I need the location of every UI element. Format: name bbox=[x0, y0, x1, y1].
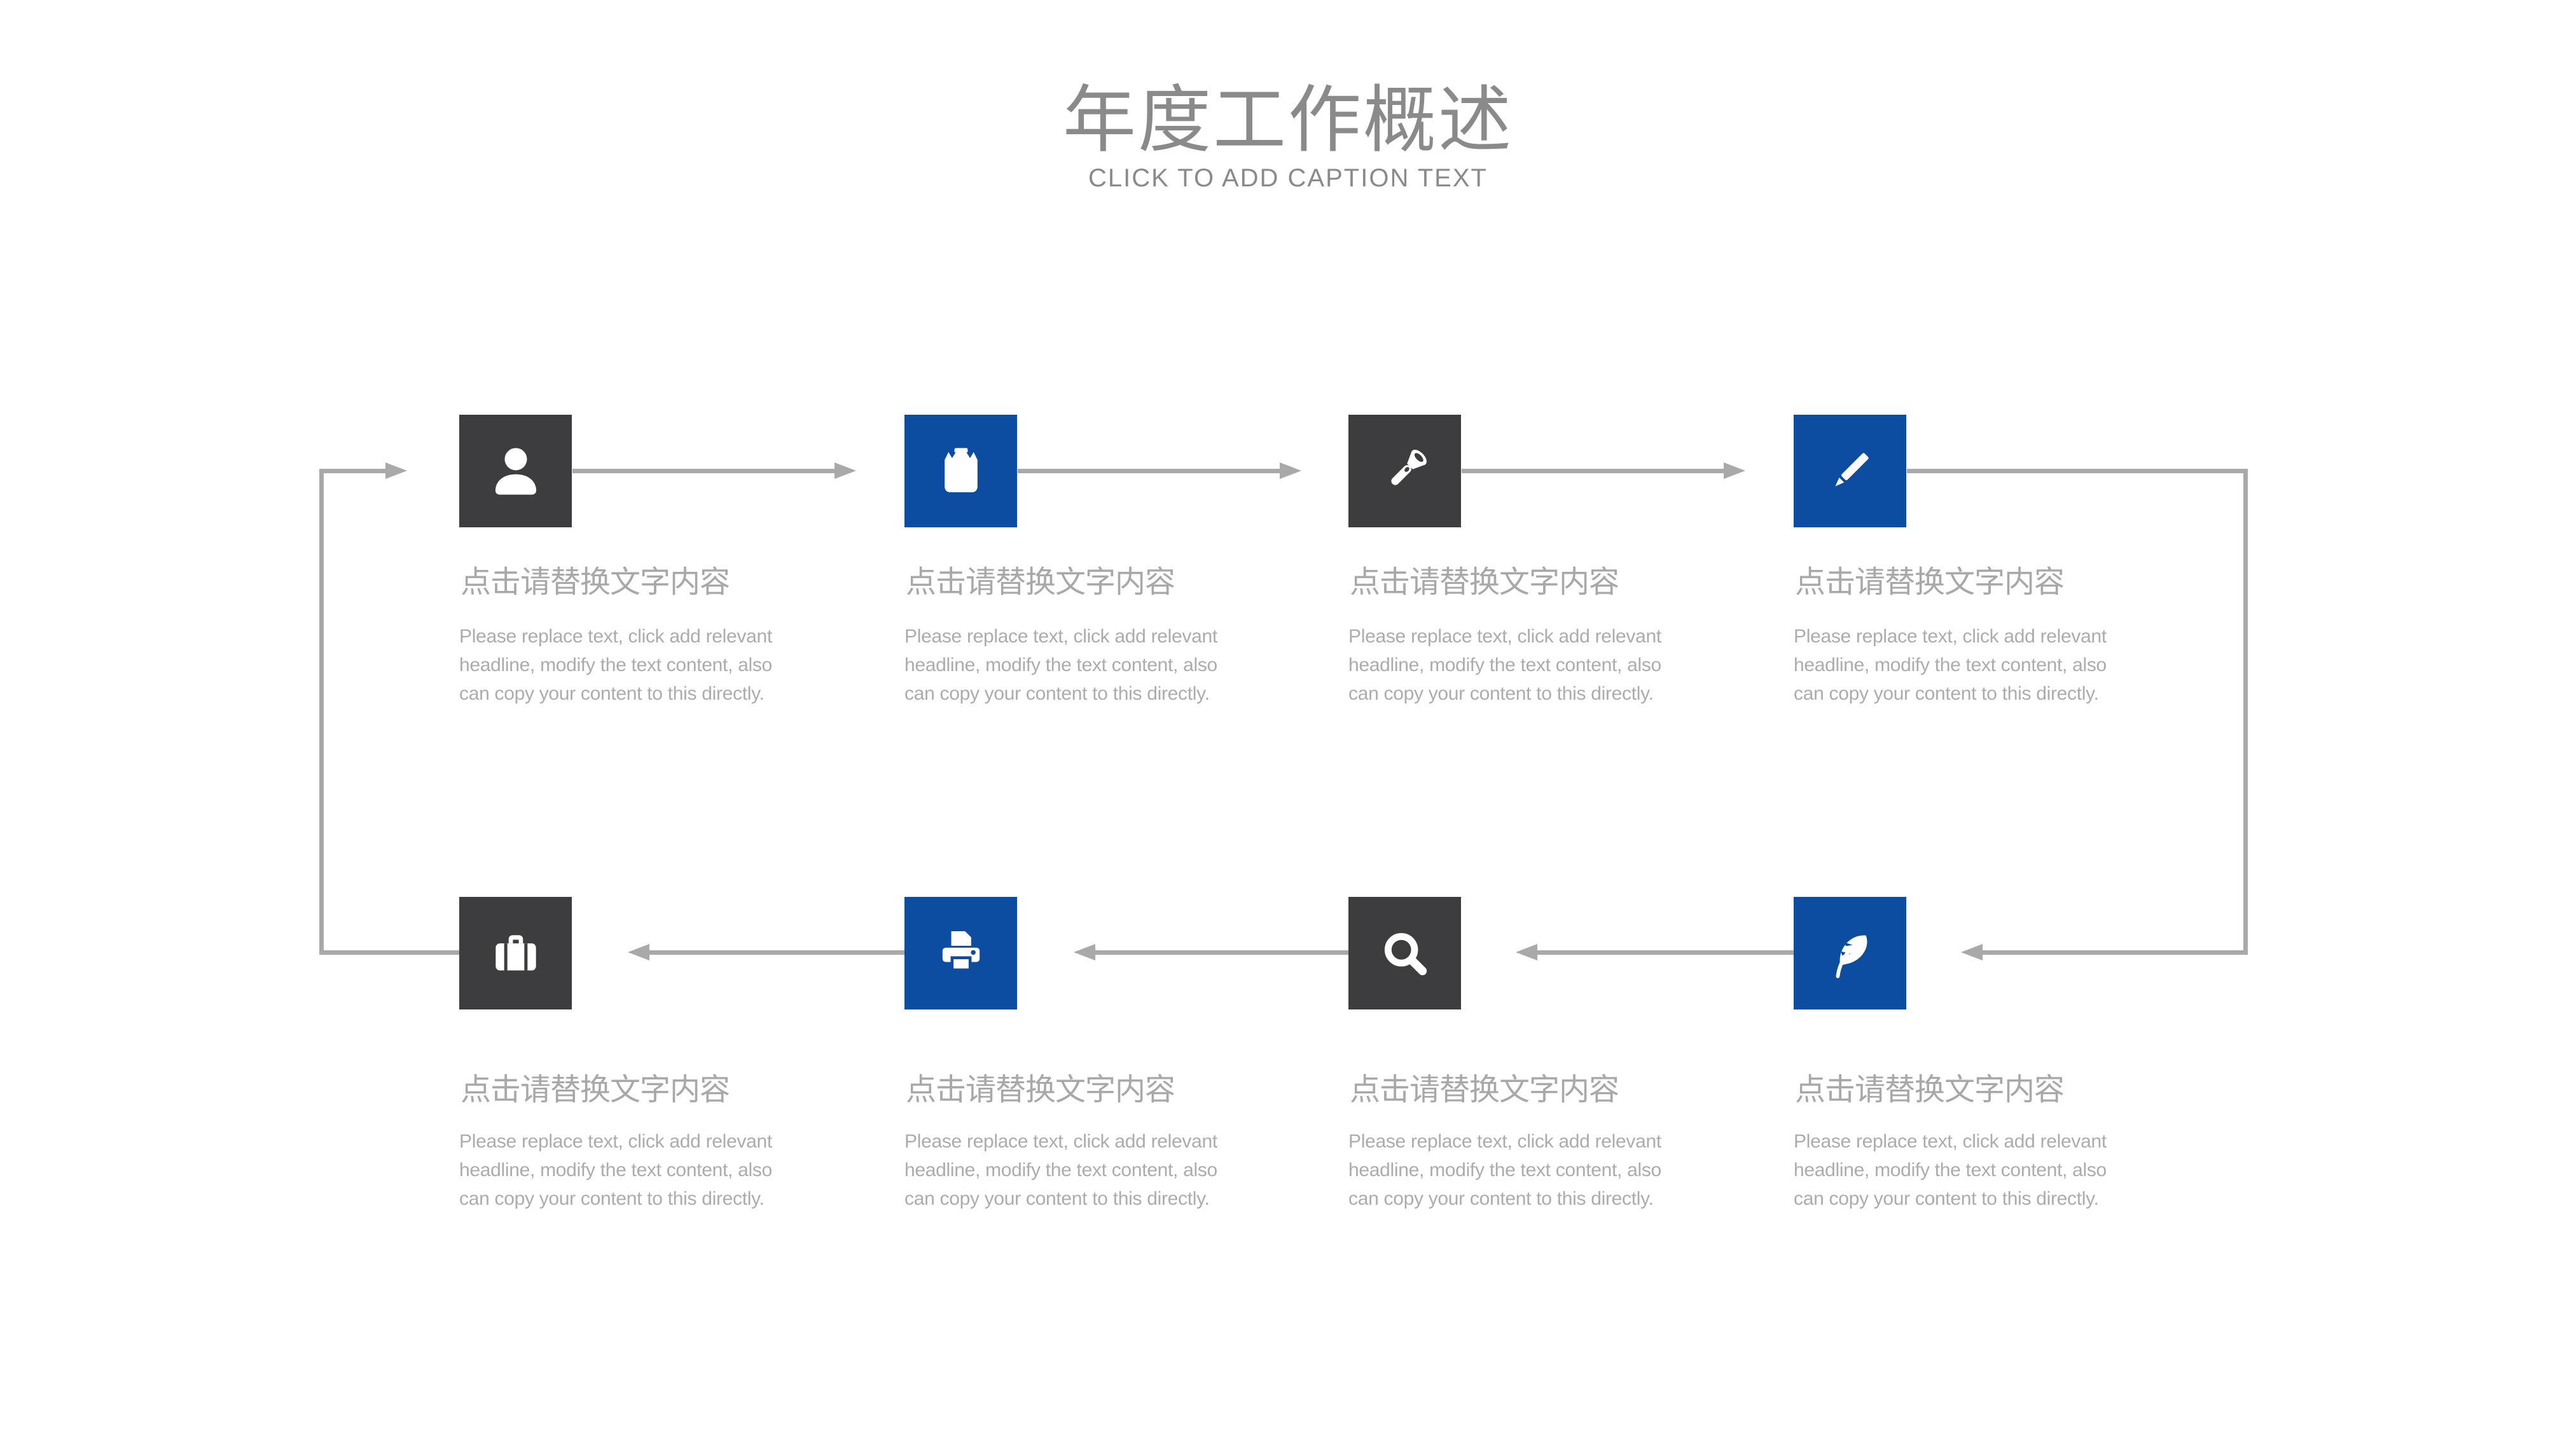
user-icon bbox=[484, 440, 548, 503]
step-body-line: can copy your content to this directly. bbox=[904, 1188, 1210, 1209]
flow-line bbox=[572, 469, 834, 473]
step-heading: 点击请替换文字内容 bbox=[1795, 1073, 2065, 1107]
step-body-line: Please replace text, click add relevant bbox=[904, 1131, 1217, 1152]
step-body-line: Please replace text, click add relevant bbox=[1794, 626, 2107, 647]
step-body-line: Please replace text, click add relevant bbox=[1348, 1131, 1661, 1152]
step-heading: 点击请替换文字内容 bbox=[906, 565, 1175, 599]
step-body-line: headline, modify the text content, also bbox=[904, 1160, 1217, 1181]
icon-tile bbox=[1348, 415, 1461, 527]
step-body-line: can copy your content to this directly. bbox=[904, 683, 1210, 704]
step-heading: 点击请替换文字内容 bbox=[906, 1073, 1175, 1107]
icon-tile bbox=[1348, 897, 1461, 1009]
icon-tile bbox=[904, 415, 1017, 527]
icon-tile bbox=[459, 415, 572, 527]
step-body-line: can copy your content to this directly. bbox=[459, 1188, 765, 1209]
step-card: 点击请替换文字内容 Please replace text, click add … bbox=[1794, 897, 2150, 1304]
icon-tile bbox=[904, 897, 1017, 1009]
step-heading: 点击请替换文字内容 bbox=[1350, 565, 1619, 599]
step-body-line: can copy your content to this directly. bbox=[1794, 683, 2099, 704]
step-body-line: headline, modify the text content, also bbox=[1348, 1160, 1661, 1181]
flow-line bbox=[1983, 950, 2245, 955]
page-subtitle: CLICK TO ADD CAPTION TEXT bbox=[1088, 164, 1488, 192]
flow-line bbox=[321, 469, 385, 473]
step-body-line: headline, modify the text content, also bbox=[1794, 1160, 2107, 1181]
step-heading: 点击请替换文字内容 bbox=[1795, 565, 2065, 599]
page-title: 年度工作概述 bbox=[1062, 80, 1513, 161]
step-body: Please replace text, click add relevant h… bbox=[1348, 622, 1661, 708]
step-body-line: can copy your content to this directly. bbox=[459, 683, 765, 704]
step-body: Please replace text, click add relevant h… bbox=[1794, 1127, 2107, 1213]
step-body-line: can copy your content to this directly. bbox=[1794, 1188, 2099, 1209]
step-body-line: headline, modify the text content, also bbox=[1794, 655, 2107, 676]
step-body-line: can copy your content to this directly. bbox=[1348, 683, 1654, 704]
step-card: 点击请替换文字内容 Please replace text, click add … bbox=[1348, 897, 1705, 1304]
feather-icon bbox=[1818, 922, 1882, 985]
flow-line-right-vertical bbox=[2243, 469, 2248, 955]
step-card: 点击请替换文字内容 Please replace text, click add … bbox=[459, 897, 815, 1304]
step-body: Please replace text, click add relevant h… bbox=[1794, 622, 2107, 708]
step-body: Please replace text, click add relevant h… bbox=[459, 1127, 772, 1213]
flow-line bbox=[1462, 469, 1724, 473]
search-icon bbox=[1373, 922, 1437, 985]
step-heading: 点击请替换文字内容 bbox=[460, 565, 730, 599]
arrow-left-icon bbox=[1961, 944, 1983, 960]
briefcase-icon bbox=[484, 922, 548, 985]
step-body-line: headline, modify the text content, also bbox=[904, 655, 1217, 676]
arrow-left-icon bbox=[1074, 944, 1095, 960]
step-body-line: Please replace text, click add relevant bbox=[1348, 626, 1661, 647]
flow-line bbox=[1907, 469, 2248, 473]
step-card: 点击请替换文字内容 Please replace text, click add … bbox=[1794, 415, 2150, 822]
step-body: Please replace text, click add relevant h… bbox=[1348, 1127, 1661, 1213]
step-card: 点击请替换文字内容 Please replace text, click add … bbox=[1348, 415, 1705, 822]
step-body: Please replace text, click add relevant h… bbox=[904, 1127, 1217, 1213]
step-body-line: can copy your content to this directly. bbox=[1348, 1188, 1654, 1209]
step-card: 点击请替换文字内容 Please replace text, click add … bbox=[904, 415, 1261, 822]
arrow-right-icon bbox=[385, 462, 407, 479]
pencil-icon bbox=[1818, 440, 1882, 503]
step-body-line: Please replace text, click add relevant bbox=[459, 626, 772, 647]
flow-line bbox=[321, 950, 459, 955]
step-card: 点击请替换文字内容 Please replace text, click add … bbox=[904, 897, 1261, 1304]
step-body-line: headline, modify the text content, also bbox=[1348, 655, 1661, 676]
step-body-line: headline, modify the text content, also bbox=[459, 655, 772, 676]
clipboard-icon bbox=[929, 440, 993, 503]
flow-line bbox=[1537, 950, 1794, 955]
arrow-left-icon bbox=[1516, 944, 1537, 960]
step-heading: 点击请替换文字内容 bbox=[1350, 1073, 1619, 1107]
step-card: 点击请替换文字内容 Please replace text, click add … bbox=[459, 415, 815, 822]
printer-icon bbox=[929, 922, 993, 985]
arrow-right-icon bbox=[1280, 462, 1301, 479]
arrow-right-icon bbox=[1724, 462, 1745, 479]
step-body: Please replace text, click add relevant h… bbox=[904, 622, 1217, 708]
flow-line bbox=[649, 950, 904, 955]
flow-line bbox=[1095, 950, 1348, 955]
icon-tile bbox=[1794, 415, 1906, 527]
flow-line bbox=[1018, 469, 1280, 473]
step-body-line: Please replace text, click add relevant bbox=[1794, 1131, 2107, 1152]
arrow-left-icon bbox=[628, 944, 649, 960]
arrow-right-icon bbox=[834, 462, 856, 479]
step-body: Please replace text, click add relevant h… bbox=[459, 622, 772, 708]
step-body-line: headline, modify the text content, also bbox=[459, 1160, 772, 1181]
icon-tile bbox=[1794, 897, 1906, 1009]
step-body-line: Please replace text, click add relevant bbox=[904, 626, 1217, 647]
flow-line-left-vertical bbox=[319, 469, 324, 955]
flashlight-icon bbox=[1373, 440, 1437, 503]
step-body-line: Please replace text, click add relevant bbox=[459, 1131, 772, 1152]
step-heading: 点击请替换文字内容 bbox=[460, 1073, 730, 1107]
icon-tile bbox=[459, 897, 572, 1009]
